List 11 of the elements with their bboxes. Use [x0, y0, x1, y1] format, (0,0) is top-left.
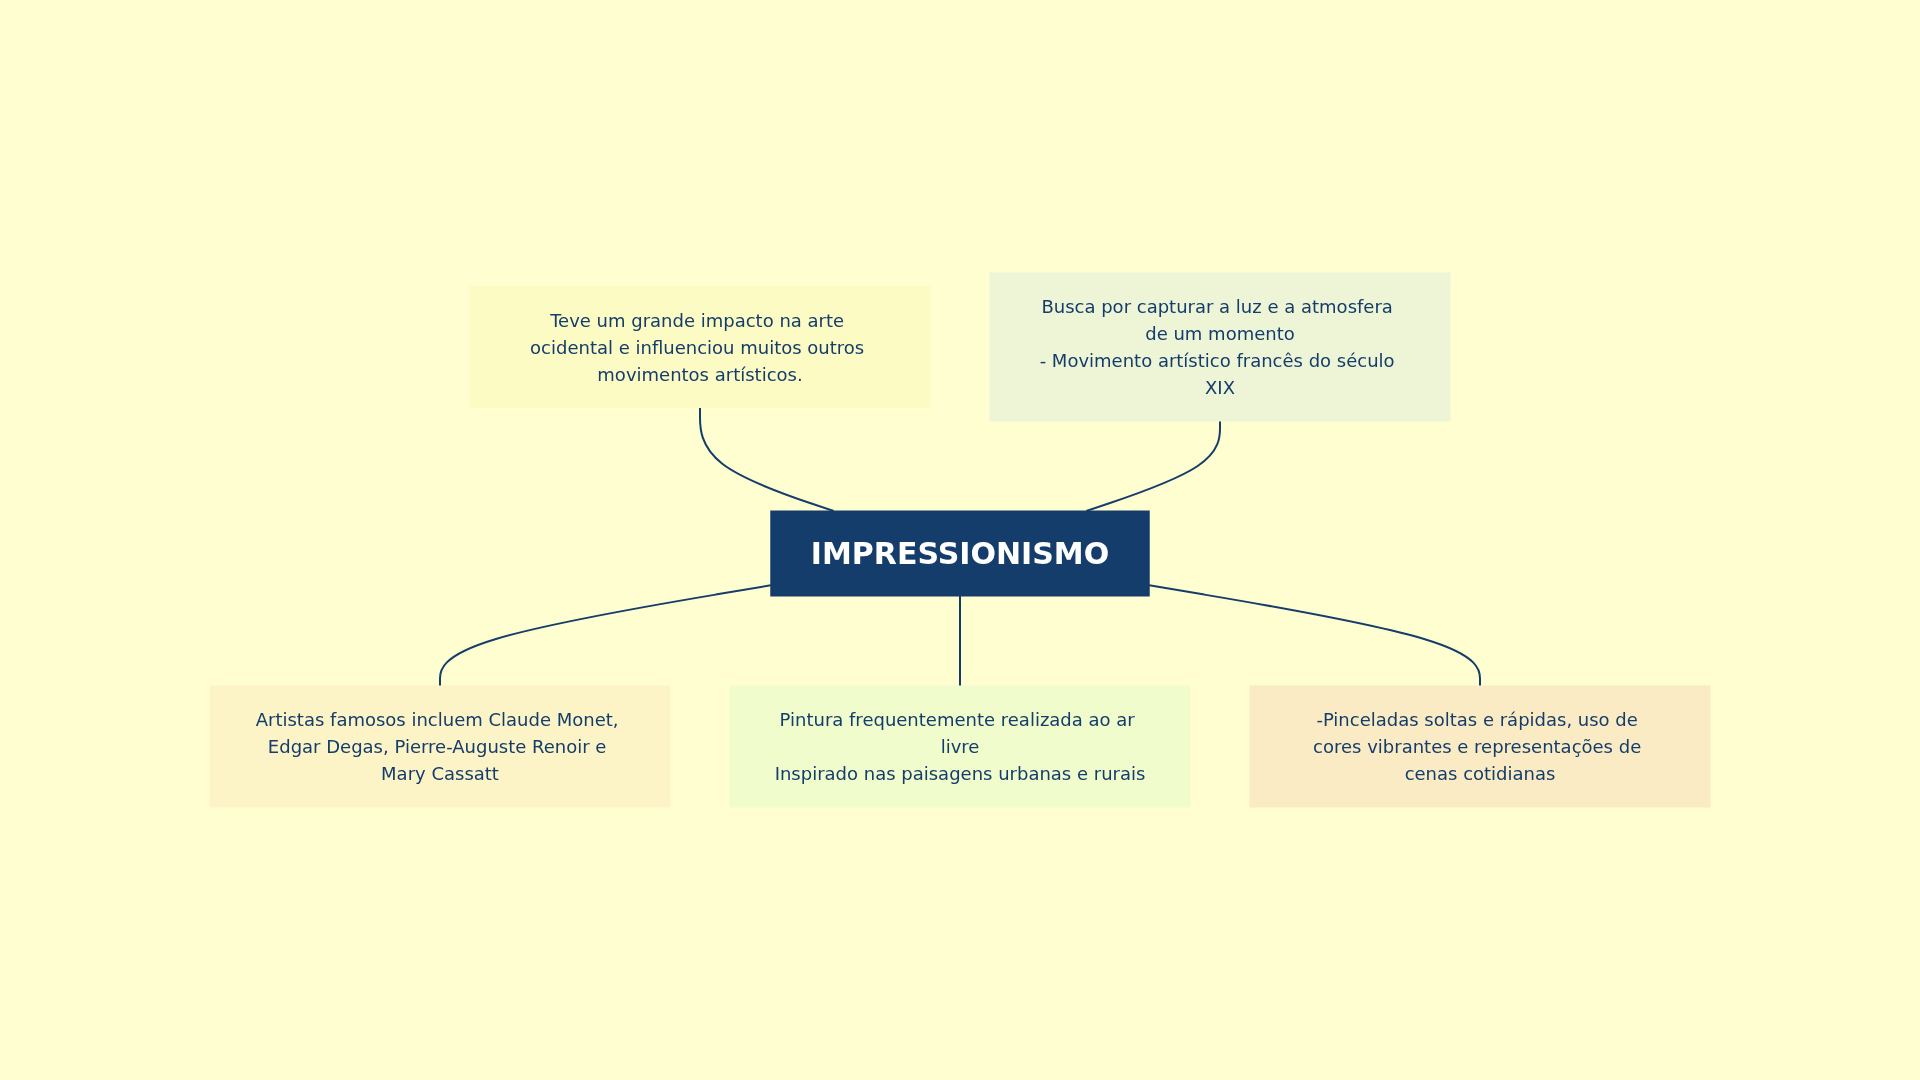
connector [959, 595, 961, 687]
node-box: Teve um grande impacto na arte ocidental e influenciou muitos outros movimentos artísticos. [469, 286, 931, 408]
node-box: Pintura frequentemente realizada ao ar livre Inspirado nas paisagens urbanas e rurais [729, 685, 1191, 808]
node-box: Busca por capturar a luz e a atmosfera de um momento - Movimento artístico francês do século XIX [989, 272, 1451, 422]
node-box: IMPRESSIONISMO [770, 510, 1150, 597]
node-box: -Pinceladas soltas e rápidas, uso de cores vibrantes e representações de cenas cotidianas [1249, 685, 1711, 808]
connector [699, 406, 835, 512]
connector [1085, 420, 1221, 512]
connector [439, 584, 772, 687]
connector [1148, 584, 1481, 687]
node-box: Artistas famosos incluem Claude Monet, Edgar Degas, Pierre-Auguste Renoir e Mary Cassatt [209, 685, 671, 808]
